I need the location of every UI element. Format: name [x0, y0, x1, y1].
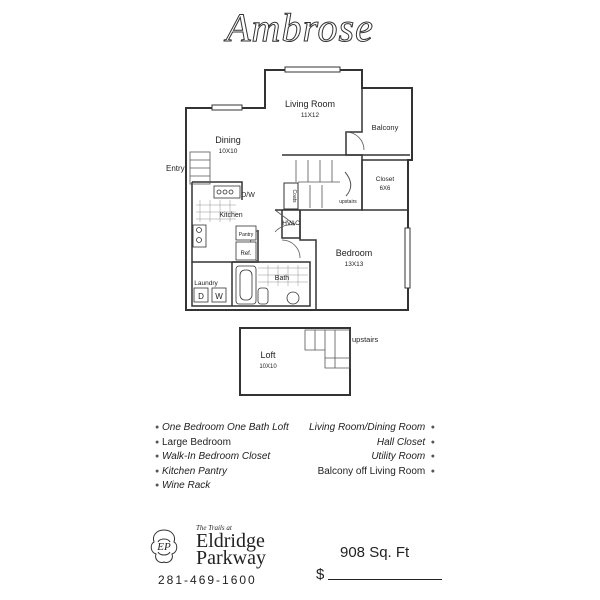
coats-label: Coats — [291, 189, 297, 203]
feature-item: Living Room/Dining Room ● — [290, 421, 435, 436]
living-room-label: Living Room — [285, 99, 335, 109]
phone-number: 281-469-1600 — [158, 573, 257, 587]
feature-item: Utility Room ● — [290, 450, 435, 465]
feature-item: Balcony off Living Room ● — [290, 465, 435, 480]
bedroom-label: Bedroom — [336, 248, 373, 258]
pantry-label: Pantry — [239, 232, 254, 238]
loft-wall — [239, 327, 351, 396]
washer-label: W — [215, 292, 223, 301]
bullet-icon: ● — [155, 453, 160, 460]
closet-size: 6X6 — [380, 186, 391, 192]
ref-label: Ref. — [240, 251, 251, 257]
bedroom-wall — [299, 210, 317, 310]
bath-wall — [191, 261, 311, 307]
balcony-wall — [345, 88, 410, 156]
window — [211, 104, 243, 111]
price-blank-line — [328, 579, 442, 580]
dishwasher-label: D/W — [241, 192, 255, 199]
balcony-label: Balcony — [372, 123, 399, 132]
features-left-list: ●One Bedroom One Bath Loft ●Large Bedroo… — [155, 421, 289, 494]
feature-item: ●One Bedroom One Bath Loft — [155, 421, 289, 436]
bullet-icon: ● — [155, 482, 160, 489]
square-footage: 908 Sq. Ft — [340, 544, 410, 561]
upstairs-small-label: upstairs — [339, 199, 357, 205]
bullet-icon: ● — [155, 467, 160, 475]
feature-item: ●Large Bedroom — [155, 436, 289, 451]
bullet-icon: ● — [155, 438, 160, 446]
logo-monogram: EP — [146, 526, 182, 566]
logo-tagline: The Trails at — [196, 524, 232, 532]
bullet-icon: ● — [430, 467, 435, 475]
outer-wall — [185, 69, 413, 311]
main-stairs — [295, 160, 352, 208]
fridge-box — [235, 241, 257, 261]
dining-label: Dining — [215, 135, 241, 145]
feature-item: ●Walk-In Bedroom Closet — [155, 450, 289, 465]
svg-text:EP: EP — [156, 541, 171, 553]
price-symbol: $ — [316, 566, 325, 583]
window — [404, 227, 411, 289]
kitchen-label: Kitchen — [219, 212, 242, 219]
plan-title: Ambrose — [226, 5, 374, 51]
loft-size: 10X10 — [259, 364, 277, 370]
living-room-size: 11X12 — [301, 112, 320, 119]
pantry-box — [235, 225, 257, 241]
bullet-icon: ● — [430, 424, 435, 431]
bullet-icon: ● — [430, 438, 435, 446]
closet-wall — [361, 159, 409, 211]
loft-stairs — [304, 329, 351, 369]
dryer-box — [193, 287, 209, 303]
bullet-icon: ● — [430, 453, 435, 460]
door-swings — [249, 131, 365, 263]
window — [284, 66, 341, 73]
closet-label: Closet — [376, 176, 395, 183]
monogram-icon: EP — [150, 529, 178, 563]
features-right-list: Living Room/Dining Room ● Hall Closet ● … — [290, 421, 435, 479]
feature-item: ●Kitchen Pantry — [155, 465, 289, 480]
entry-label: Entry — [166, 164, 185, 173]
coats-closet-wall — [283, 182, 299, 210]
upstairs-loft-label: upstairs — [352, 335, 379, 344]
laundry-label: Laundry — [194, 280, 218, 287]
toilet — [257, 287, 269, 305]
bullet-icon: ● — [155, 424, 160, 431]
logo-line1: Eldridge — [196, 530, 265, 552]
stair-wall — [282, 154, 363, 211]
feature-item: ●Wine Rack — [155, 479, 289, 494]
kitchen-wall — [191, 181, 259, 263]
dryer-label: D — [198, 292, 204, 301]
logo-line2: Parkway — [196, 547, 266, 569]
entry-stairs — [189, 151, 211, 185]
bedroom-size: 13X13 — [345, 261, 364, 268]
washer-box — [211, 287, 227, 303]
bath-label: Bath — [275, 275, 290, 282]
loft-label: Loft — [260, 350, 276, 360]
feature-item: Hall Closet ● — [290, 436, 435, 451]
hvac-label: HVAC — [282, 220, 300, 227]
dining-size: 10X10 — [219, 148, 238, 155]
